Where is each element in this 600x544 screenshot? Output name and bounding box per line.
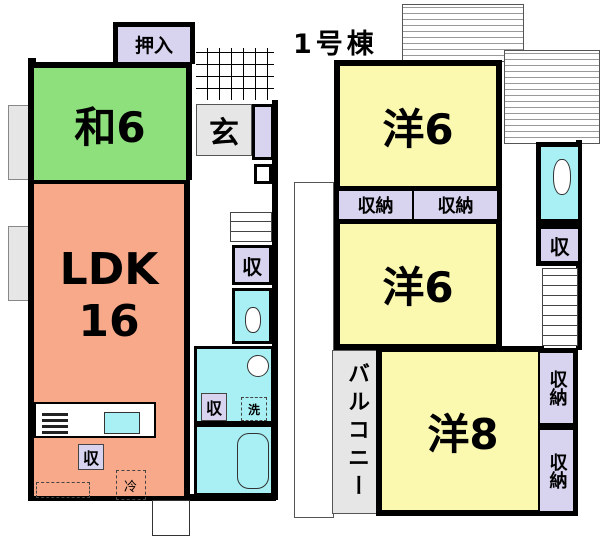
closet-oshiire: 押入: [113, 22, 195, 64]
bathroom[interactable]: [194, 424, 274, 496]
wall-genkan-right: [272, 100, 278, 500]
toilet-2f[interactable]: [536, 142, 578, 224]
washitsu-label: 和6: [74, 102, 146, 152]
staircase-1f[interactable]: [230, 212, 272, 242]
roof-2: [504, 50, 600, 144]
room-youshitsu-6-a: 洋6: [334, 60, 502, 186]
toilet-icon: [553, 159, 571, 195]
roof-1: [402, 4, 524, 62]
basin-icon: [247, 355, 269, 377]
stove-icon: [42, 410, 68, 434]
wall-bottom: [28, 494, 276, 501]
kitchen-storage: 収: [78, 444, 104, 470]
balcony: バルコニー: [332, 350, 380, 514]
washer-space: 洗: [241, 397, 267, 421]
floor-1-plan: 和6 押入 玄 LDK 16 収 冷 収 収: [0, 0, 290, 544]
cabinet-x: [254, 164, 272, 184]
building-title: 1号棟: [293, 29, 378, 60]
room-ldk-16: LDK 16: [34, 180, 190, 496]
bathtub-icon: [237, 433, 269, 489]
wall-right-2f: [576, 140, 582, 350]
ldk-area: 16: [78, 296, 140, 347]
shoe-cabinet: [252, 104, 274, 160]
closet-2: 収納: [414, 186, 502, 224]
fridge-space: 冷: [116, 470, 146, 500]
wall-left: [28, 58, 36, 500]
pantry-dashed: [36, 482, 90, 498]
washroom[interactable]: 収 洗: [194, 346, 274, 424]
staircase-2f[interactable]: [542, 268, 578, 346]
kitchen-door[interactable]: [152, 500, 190, 536]
balcony-outline: [294, 182, 334, 518]
closet-3: 収納: [538, 348, 578, 428]
toilet-icon: [245, 307, 261, 333]
room-youshitsu-6-b: 洋6: [334, 224, 502, 350]
entrance-porch: [196, 48, 274, 100]
hall-storage-2f: 収: [536, 224, 578, 266]
hall-storage-1f: 収: [232, 245, 272, 285]
closet-1: 収納: [334, 186, 414, 224]
room-youshitsu-8: 洋8: [376, 346, 544, 516]
washroom-storage: 収: [201, 393, 227, 421]
floor-2-plan: バルコニー 洋6 収納 収納 洋6 洋8 収納 収納 収: [290, 0, 600, 544]
genkan-entrance: 玄: [196, 104, 252, 156]
sink-icon: [104, 412, 140, 434]
ldk-label: LDK: [59, 244, 159, 295]
room-washitsu-6: 和6: [34, 62, 192, 180]
closet-4: 収納: [538, 428, 578, 516]
toilet-1f[interactable]: [232, 288, 272, 344]
kitchen-counter: [34, 402, 156, 438]
